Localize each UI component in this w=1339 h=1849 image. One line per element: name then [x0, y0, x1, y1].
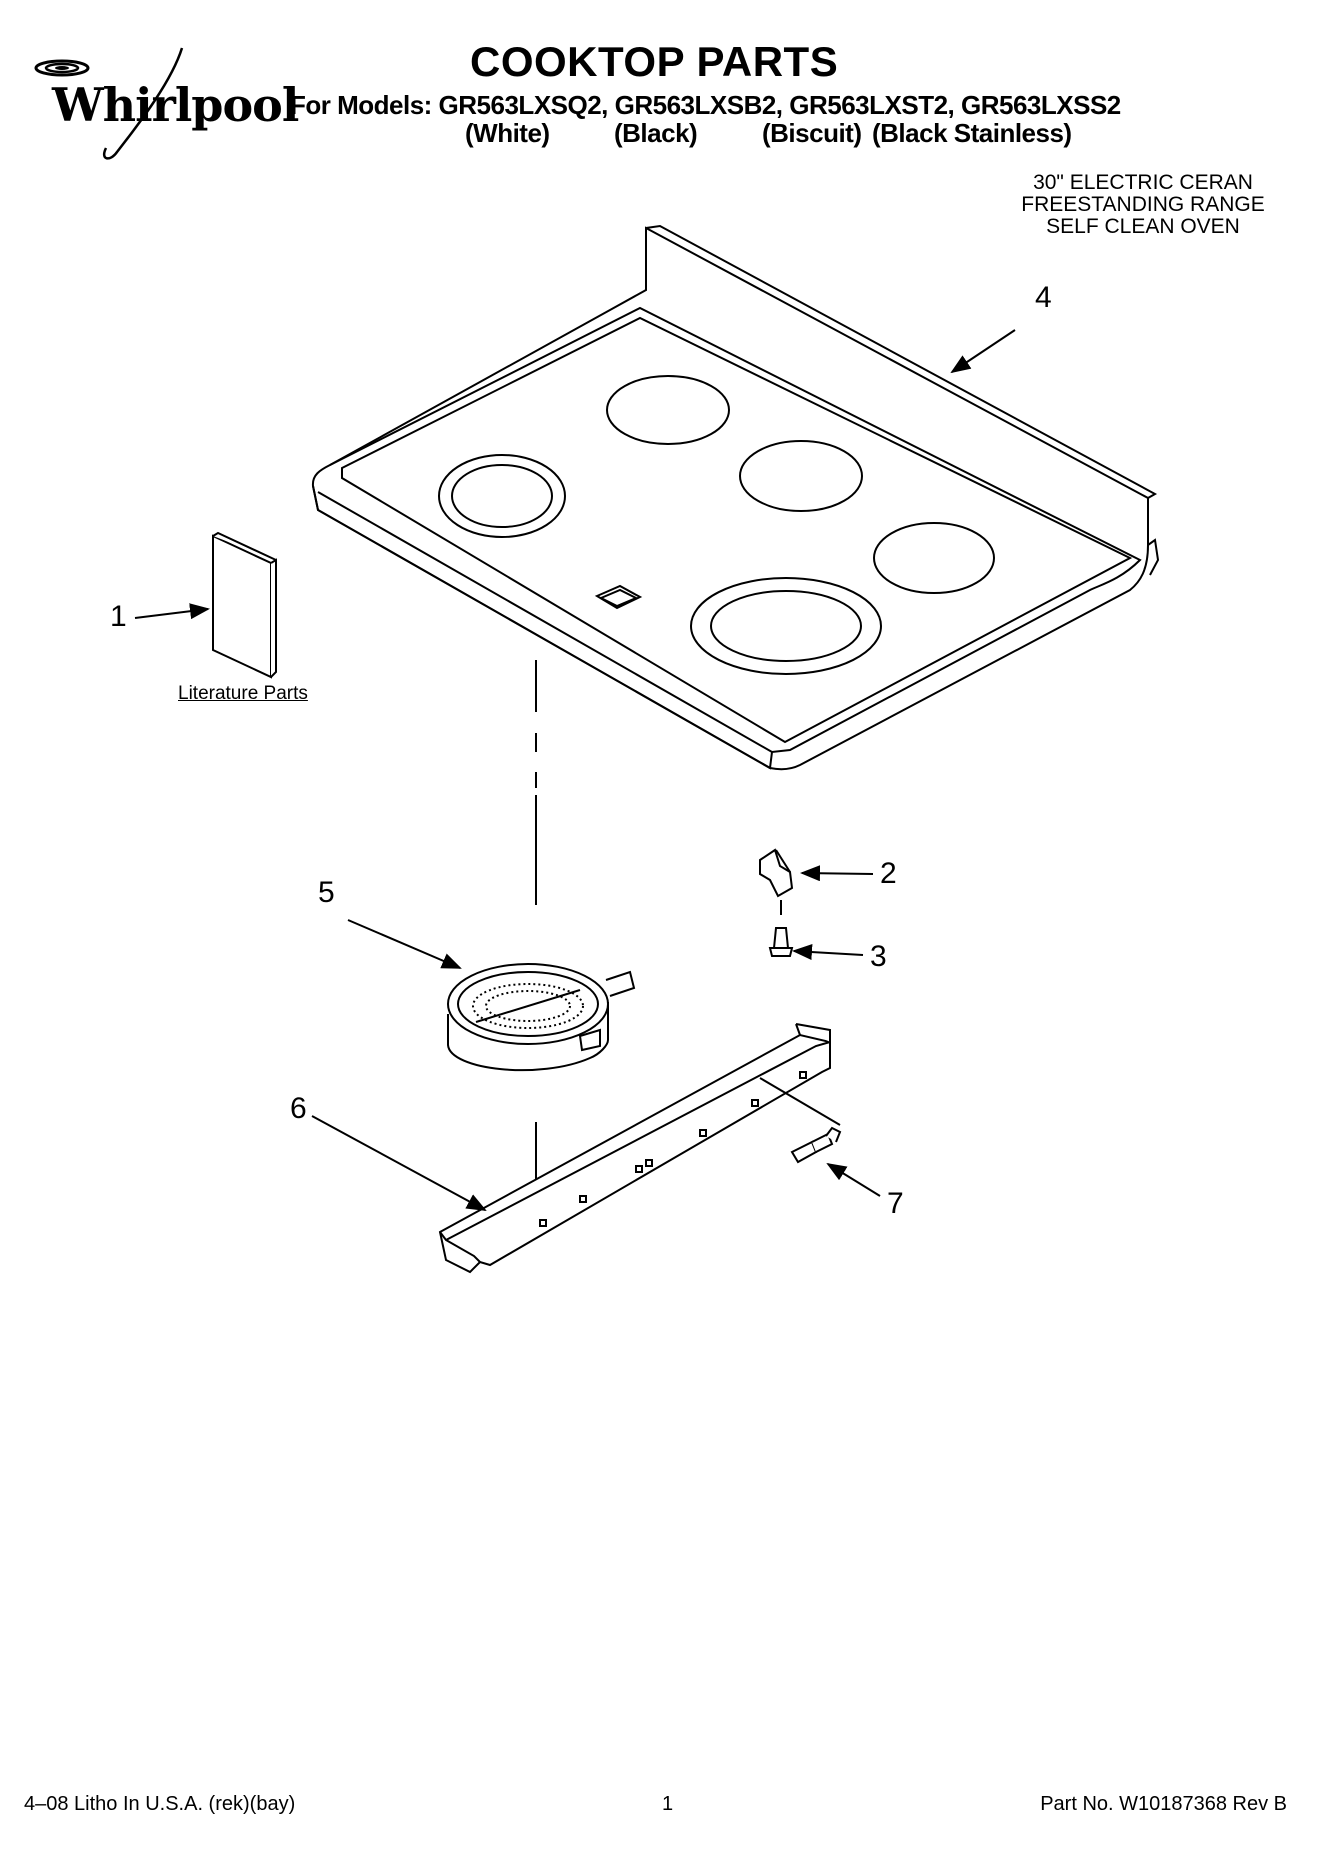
color-black: (Black) — [614, 118, 698, 148]
callout-7: 7 — [887, 1187, 904, 1220]
screw-part-3 — [770, 928, 792, 956]
callout-4: 4 — [1035, 281, 1052, 314]
product-line-1: 30" ELECTRIC CERAN — [1033, 171, 1253, 194]
callout-2: 2 — [880, 857, 897, 890]
literature-parts-label: Literature Parts — [178, 683, 308, 704]
burner-ring-center — [740, 441, 862, 511]
burner-ring-right-rear — [874, 523, 994, 593]
cooktop-part-4 — [313, 226, 1158, 769]
models-line: For Models: GR563LXSQ2, GR563LXSB2, GR56… — [290, 90, 1121, 120]
indicator-window — [597, 586, 640, 608]
logo-swirl-graphic — [34, 47, 184, 160]
footer-litho: 4–08 Litho In U.S.A. (rek)(bay) — [24, 1793, 296, 1815]
callout-3: 3 — [870, 940, 887, 973]
heating-element-part-5 — [448, 964, 634, 1070]
clip-part-2 — [760, 850, 792, 896]
leader-lines — [135, 330, 1015, 1211]
bracket-part-6 — [440, 1024, 840, 1272]
footer-part-number: Part No. W10187368 Rev B — [1040, 1793, 1287, 1815]
product-line-3: SELF CLEAN OVEN — [1046, 215, 1240, 238]
literature-part-1 — [213, 533, 276, 677]
burner-ring-right-front — [691, 578, 881, 674]
screw-part-7 — [792, 1128, 840, 1162]
product-line-2: FREESTANDING RANGE — [1021, 193, 1265, 216]
color-biscuit: (Biscuit) — [762, 118, 862, 148]
product-description: 30" ELECTRIC CERAN FREESTANDING RANGE SE… — [993, 172, 1293, 238]
burner-ring-left-front — [439, 455, 565, 537]
callout-5: 5 — [318, 876, 335, 909]
burner-ring-left-rear — [607, 376, 729, 444]
logo-wordmark: Whirlpool — [52, 78, 299, 132]
callout-1: 1 — [110, 600, 127, 633]
color-black-stainless: (Black Stainless) — [872, 118, 1072, 148]
whirlpool-logo: Whirlpool — [22, 40, 299, 170]
callout-6: 6 — [290, 1092, 307, 1125]
color-white: (White) — [465, 118, 550, 148]
footer-page-number: 1 — [662, 1793, 674, 1815]
page-title: COOKTOP PARTS — [470, 38, 839, 85]
